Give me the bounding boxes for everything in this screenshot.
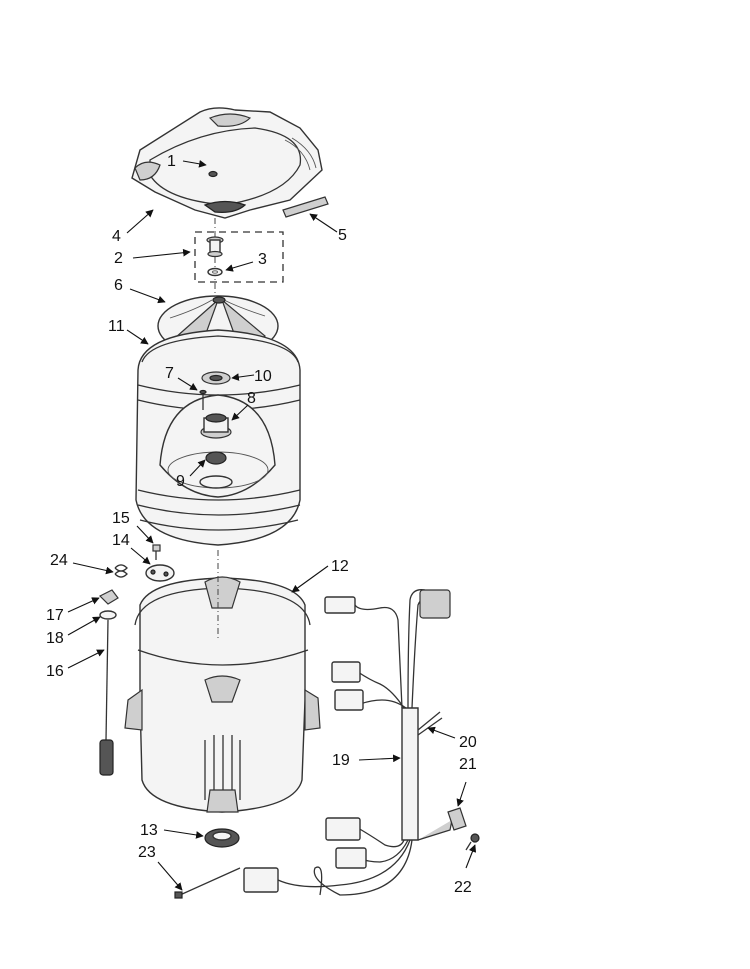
callout-12: 12	[331, 558, 349, 575]
mounting-screw	[152, 544, 161, 560]
suspension-spring	[114, 564, 128, 578]
cable-tie	[174, 867, 241, 899]
callout-8: 8	[247, 390, 256, 407]
callout-5: 5	[338, 227, 347, 244]
callout-2: 2	[114, 250, 123, 267]
hub-seal	[201, 371, 231, 385]
callout-24: 24	[50, 552, 68, 569]
hub-bolt	[206, 236, 224, 258]
callout-4: 4	[112, 228, 121, 245]
harness-connector-mid-1	[331, 661, 361, 683]
callout-23: 23	[138, 844, 156, 861]
callout-13: 13	[140, 822, 158, 839]
wiring-harness	[277, 589, 453, 896]
harness-connector-bottom	[243, 867, 279, 893]
callout-9: 9	[176, 473, 185, 490]
callout-22: 22	[454, 879, 472, 896]
callout-15: 15	[112, 510, 130, 527]
hardware-kit-group	[194, 218, 284, 300]
callout-labels: 1 2 3 4 5 6 7 8 9 10 11 12 13 14 15 16 1…	[46, 153, 477, 896]
basket-screw	[199, 389, 207, 410]
callout-21: 21	[459, 756, 477, 773]
hub-washer	[207, 267, 223, 277]
callout-18: 18	[46, 630, 64, 647]
callout-7: 7	[165, 365, 174, 382]
leader-lines	[67, 160, 477, 891]
basket-hub	[199, 475, 233, 489]
harness-connector-top-left	[324, 596, 356, 614]
tub-ring	[131, 107, 323, 219]
harness-connector-top-right	[419, 589, 451, 619]
trim-strip	[282, 196, 329, 218]
callout-14: 14	[112, 532, 130, 549]
callout-17: 17	[46, 607, 64, 624]
callout-1: 1	[167, 153, 176, 170]
callout-20: 20	[459, 734, 477, 751]
harness-connector-low-1	[325, 817, 361, 841]
basket-drive-block	[200, 413, 232, 439]
suspension-rod	[99, 619, 114, 776]
callout-10: 10	[254, 368, 272, 385]
outer-tub	[124, 550, 321, 813]
tub-ring-center-plug	[208, 170, 218, 178]
callout-3: 3	[258, 251, 267, 268]
callout-11: 11	[108, 318, 125, 335]
tub-seal	[204, 828, 240, 848]
mounting-plate	[145, 564, 175, 582]
callout-16: 16	[46, 663, 64, 680]
drive-nut	[205, 451, 227, 465]
suspension-washer	[99, 610, 117, 620]
suspension-cap	[98, 589, 119, 605]
callout-6: 6	[114, 277, 123, 294]
ground-clip	[447, 807, 467, 831]
ground-screw	[465, 833, 480, 851]
callout-19: 19	[332, 752, 350, 769]
harness-connector-low-2	[335, 847, 367, 869]
harness-connector-mid-2	[334, 689, 364, 711]
